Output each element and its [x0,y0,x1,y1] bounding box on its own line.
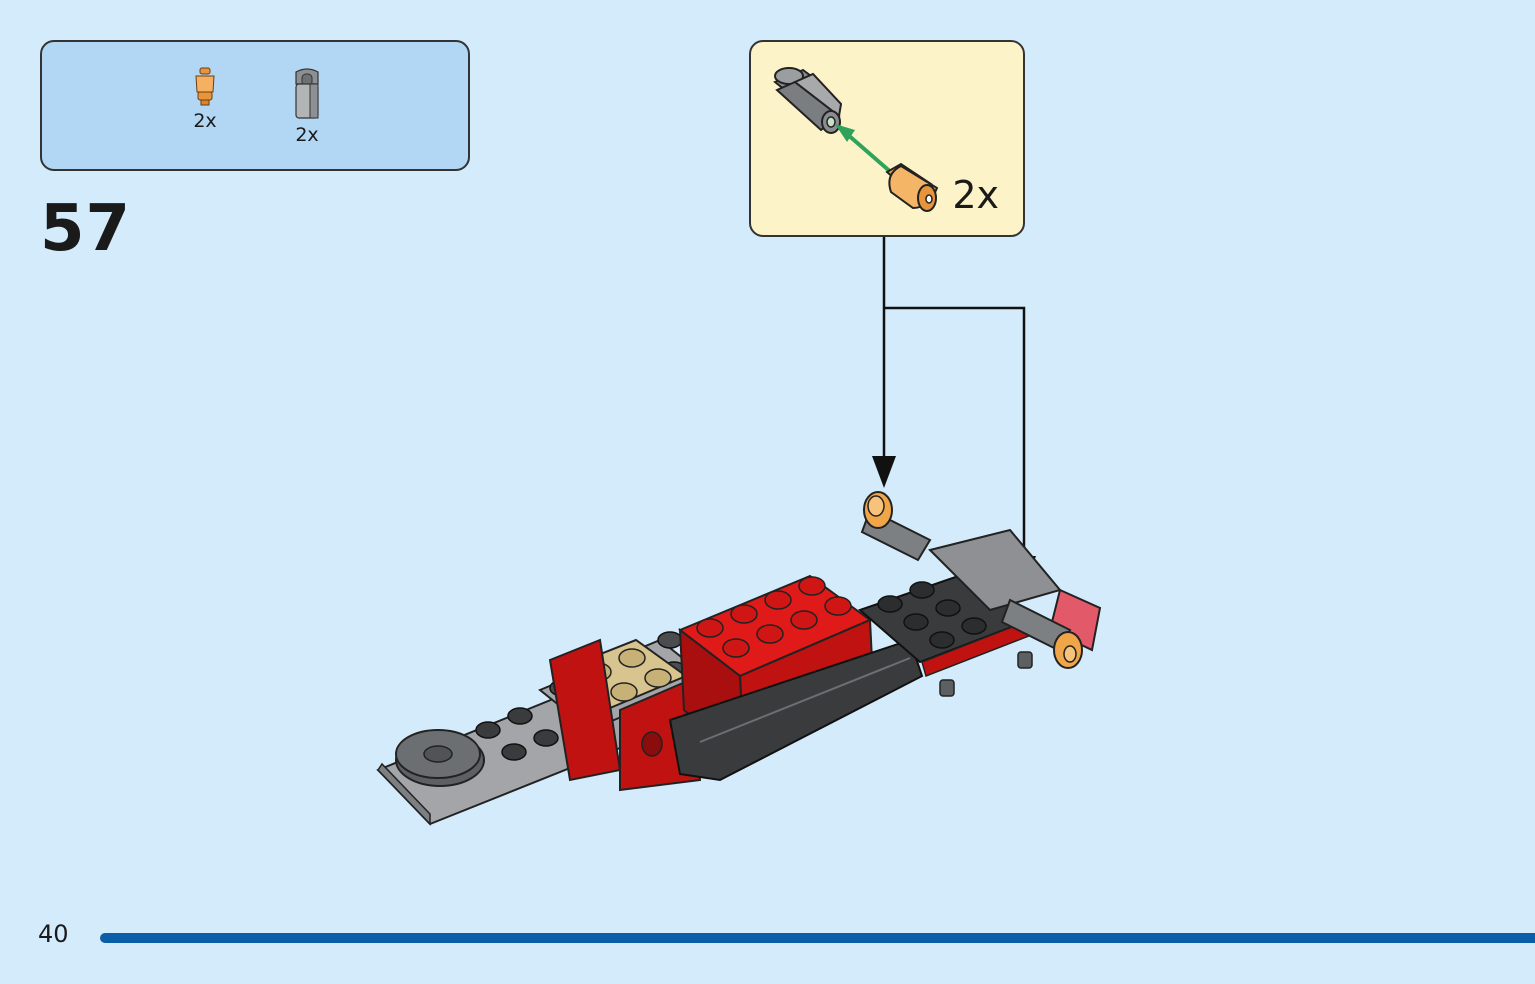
part-count: 2x [193,110,217,132]
orange-cone-part-icon [885,162,939,212]
grey-clip-part-icon [295,68,319,119]
orange-cone-part-icon [195,67,215,106]
callout-count: 2x [952,173,999,217]
parts-list-item: 2x [175,66,235,132]
model-assembly [376,491,1102,826]
arrow-down-icon [872,456,896,488]
sub-assembly-diagram [773,67,939,212]
orange-cone-part-icon [1000,598,1083,669]
orange-cone-part-icon [860,491,932,562]
parts-list-box: 2x 2x [40,40,470,171]
step-number: 57 [40,192,132,266]
sub-assembly-callout: 2x [749,40,1025,237]
progress-bar [100,933,1535,943]
grey-clip-part-icon [773,67,843,134]
parts-list-item: 2x [277,66,337,146]
part-count: 2x [295,124,319,146]
page-number: 40 [38,920,69,948]
